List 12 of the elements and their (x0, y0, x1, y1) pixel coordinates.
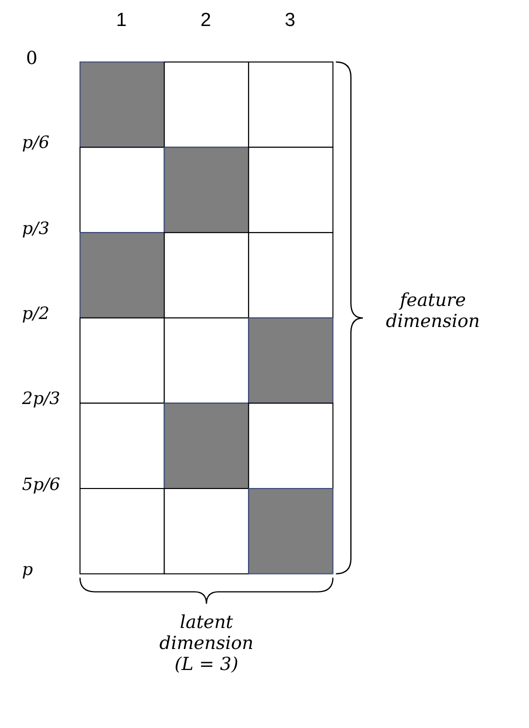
row-label: 5p/6 (22, 474, 60, 494)
row-label: p (22, 560, 33, 580)
column-number: 3 (284, 10, 296, 32)
axis-label: latent dimension (L = 3) (158, 612, 254, 675)
column-number: 1 (116, 10, 127, 32)
column-number: 2 (200, 10, 212, 32)
row-label: p/3 (22, 218, 50, 239)
row-label: p/6 (22, 133, 50, 154)
axis-label: feature dimension (384, 290, 481, 332)
row-label: 2p/3 (22, 389, 60, 410)
row-label: 0 (26, 48, 38, 69)
row-label: p/2 (22, 304, 50, 324)
